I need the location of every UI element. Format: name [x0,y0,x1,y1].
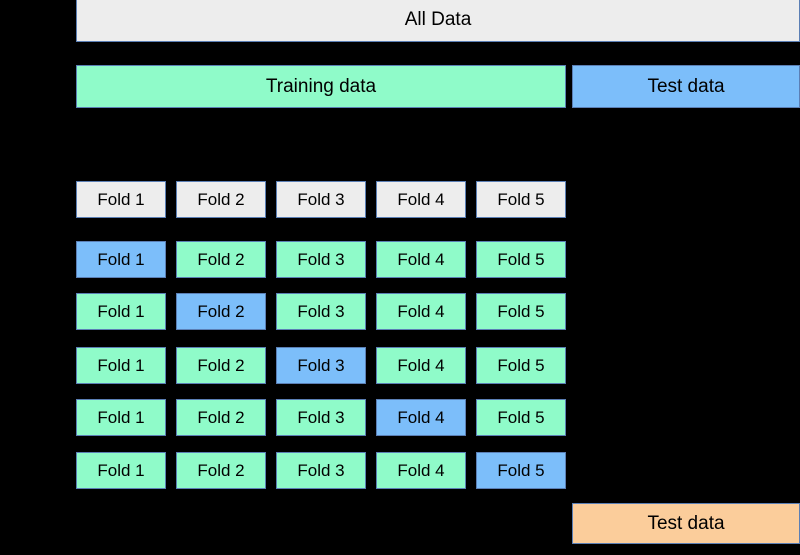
fold-cell-r5-c1: Fold 1 [76,452,166,489]
fold-cell-r4-c3: Fold 3 [276,399,366,436]
fold-cell-r5-c5: Fold 5 [476,452,566,489]
fold-header-cell-1: Fold 1 [76,181,166,218]
fold-cell-r3-c4: Fold 4 [376,347,466,384]
fold-header-cell-2: Fold 2 [176,181,266,218]
fold-cell-r2-c1: Fold 1 [76,293,166,330]
fold-cell-r3-c2: Fold 2 [176,347,266,384]
fold-split-row-1: Fold 1 Fold 2 Fold 3 Fold 4 Fold 5 [0,241,800,278]
fold-cell-r3-c1: Fold 1 [76,347,166,384]
fold-cell-r4-c2: Fold 2 [176,399,266,436]
fold-split-row-3: Fold 1 Fold 2 Fold 3 Fold 4 Fold 5 [0,347,800,384]
fold-split-row-5: Fold 1 Fold 2 Fold 3 Fold 4 Fold 5 [0,452,800,489]
fold-cell-r5-c2: Fold 2 [176,452,266,489]
fold-cell-r1-c3: Fold 3 [276,241,366,278]
fold-cell-r4-c1: Fold 1 [76,399,166,436]
training-data-bar: Training data [76,65,566,108]
fold-cell-r4-c5: Fold 5 [476,399,566,436]
test-data-bar: Test data [572,65,800,108]
fold-cell-r3-c5: Fold 5 [476,347,566,384]
fold-header-row: Fold 1 Fold 2 Fold 3 Fold 4 Fold 5 [0,181,800,218]
fold-header-cell-3: Fold 3 [276,181,366,218]
final-test-data-bar: Test data [572,503,800,544]
fold-cell-r2-c4: Fold 4 [376,293,466,330]
fold-cell-r1-c1: Fold 1 [76,241,166,278]
fold-header-cell-4: Fold 4 [376,181,466,218]
fold-split-row-2: Fold 1 Fold 2 Fold 3 Fold 4 Fold 5 [0,293,800,330]
fold-split-row-4: Fold 1 Fold 2 Fold 3 Fold 4 Fold 5 [0,399,800,436]
fold-cell-r1-c4: Fold 4 [376,241,466,278]
fold-cell-r2-c2: Fold 2 [176,293,266,330]
fold-cell-r3-c3: Fold 3 [276,347,366,384]
fold-cell-r2-c5: Fold 5 [476,293,566,330]
all-data-bar: All Data [76,0,800,42]
fold-header-cell-5: Fold 5 [476,181,566,218]
fold-cell-r4-c4: Fold 4 [376,399,466,436]
fold-cell-r2-c3: Fold 3 [276,293,366,330]
fold-cell-r5-c3: Fold 3 [276,452,366,489]
fold-cell-r1-c2: Fold 2 [176,241,266,278]
fold-cell-r1-c5: Fold 5 [476,241,566,278]
fold-cell-r5-c4: Fold 4 [376,452,466,489]
